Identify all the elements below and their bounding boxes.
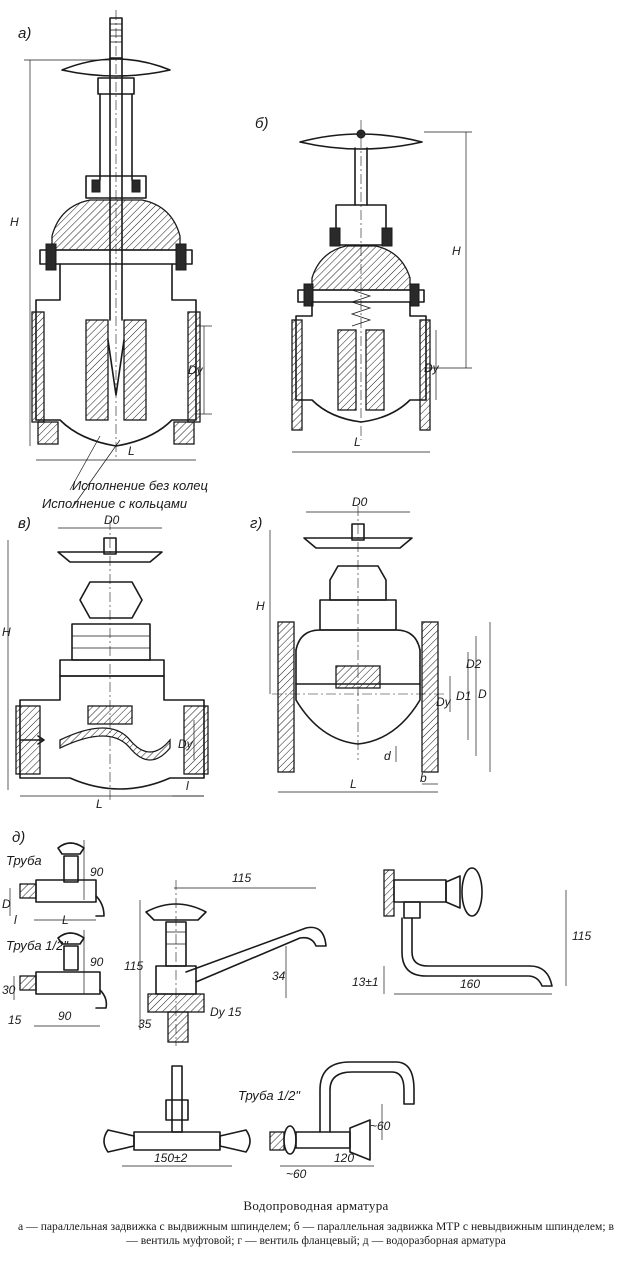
handwheel-a (61, 58, 171, 77)
note-pipe-half: Труба 1/2" (6, 938, 69, 953)
dim-D0-g: D0 (352, 495, 368, 509)
dim-D-g: D (478, 687, 487, 701)
figure-d-water-fittings: д) Труба 90 D l L Труба 1/2" 90 (2, 829, 591, 1181)
mixer-handle-right (219, 1129, 251, 1153)
dim-H-b: H (452, 244, 461, 258)
gate-disc-left (85, 319, 109, 421)
label-d: д) (12, 829, 25, 846)
mixer-handle-left (103, 1129, 135, 1153)
dim-L-g: L (350, 777, 357, 791)
body-v (19, 675, 205, 790)
dim-H-g: H (256, 599, 265, 613)
note-pipe-half-right: Труба 1/2" (238, 1088, 301, 1103)
figure-b-gate-valve-non-rising-stem: б) H Dy L (255, 115, 472, 453)
dim-Dy-g: Dy (436, 695, 452, 709)
dim-160: 160 (460, 977, 480, 991)
figure-caption: Водопроводная арматура а — параллельная … (18, 1198, 614, 1248)
dim-Dy-a: Dy (188, 363, 204, 377)
dim-13: 13±1 (352, 975, 379, 989)
dim-15: 15 (8, 1013, 22, 1027)
small-tap-1: Труба 90 D l L (2, 840, 105, 927)
dim-dy15: Dy 15 (210, 1005, 242, 1019)
dim-L-v: L (96, 797, 103, 811)
dim-D0-v: D0 (104, 513, 120, 527)
dim-H-v: H (2, 625, 11, 639)
raised-tap-handle (349, 1119, 371, 1161)
dim-30: 30 (2, 983, 16, 997)
dim-L-b: L (354, 435, 361, 449)
gate-disc-b-left (337, 329, 357, 411)
handwheel-g (303, 537, 413, 549)
tap-handle (145, 903, 207, 921)
figure-v-socket-globe-valve: в) D0 H Dy L l (2, 513, 209, 811)
dim-60-a: ~60 (286, 1167, 307, 1181)
small-tap-2: Труба 1/2" 90 30 15 90 (2, 930, 108, 1027)
bonnet-a (51, 199, 181, 251)
gland-nut-v (79, 581, 143, 619)
dim-115-b: 115 (124, 959, 143, 973)
wall-mounted-tap: 115 13±1 160 (352, 867, 591, 995)
caption-text: а — параллельная задвижка с выдвижным шп… (18, 1220, 614, 1247)
dim-60-b: ~60 (370, 1119, 391, 1133)
gate-disc-right (123, 319, 147, 421)
dim-D1-g: D1 (456, 689, 471, 703)
label-g: г) (250, 515, 262, 532)
dim-115-c: 115 (572, 929, 591, 943)
note-pipe: Труба (6, 853, 42, 868)
dim-90-b: 90 (90, 955, 104, 969)
figure-a-gate-valve-rising-stem: а) H Dy L (10, 10, 212, 511)
flange-left-g (277, 621, 295, 773)
dim-l-v: l (186, 779, 189, 793)
dim-L-a: L (128, 444, 135, 458)
dim-90-c: 90 (58, 1009, 72, 1023)
swivel-spout-tap: 115 115 34 35 Dy 15 (124, 871, 327, 1046)
figure-g-flanged-globe-valve: г) D0 H Dy D1 D2 D d L b (250, 495, 491, 793)
label-b: б) (255, 115, 268, 132)
flange-right-g (421, 621, 439, 773)
note-with-rings: Исполнение с кольцами (42, 496, 187, 511)
dim-Dy-v: Dy (178, 737, 194, 751)
note-no-rings: Исполнение без колец (72, 478, 208, 493)
mixer-tap: 150±2 (103, 1065, 251, 1167)
dim-150: 150±2 (154, 1151, 188, 1165)
dim-Dy-b: Dy (424, 361, 440, 375)
valve-diagram: а) H Dy L (2, 10, 591, 1181)
dim-l-d: l (14, 913, 17, 927)
dim-D2-g: D2 (466, 657, 482, 671)
dim-35: 35 (138, 1017, 152, 1031)
dim-120: 120 (334, 1151, 354, 1165)
dim-115-a: 115 (232, 871, 251, 885)
handwheel-v (57, 551, 163, 563)
caption-title: Водопроводная арматура (243, 1198, 389, 1213)
dim-34: 34 (272, 969, 286, 983)
dim-H-a: H (10, 215, 19, 229)
dim-D-d: D (2, 897, 11, 911)
label-a: а) (18, 25, 31, 42)
raised-spout-tap: Труба 1/2" ~60 120 ~60 (238, 1061, 415, 1181)
gate-disc-b-right (365, 329, 385, 411)
bonnet-g (295, 629, 421, 651)
handwheel-b (299, 133, 423, 150)
label-v: в) (18, 515, 31, 532)
wall-tap-handle (461, 867, 483, 917)
dim-90-a: 90 (90, 865, 104, 879)
dim-b-g: b (420, 771, 427, 785)
dim-d-g: d (384, 749, 391, 763)
